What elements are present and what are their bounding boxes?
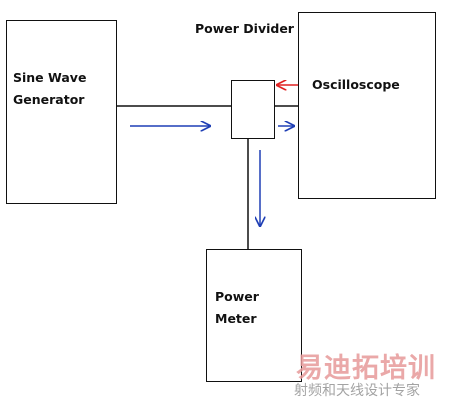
power-divider-label: Power Divider bbox=[195, 21, 294, 36]
watermark-sub-text: 射频和天线设计专家 bbox=[294, 383, 420, 399]
watermark: 易迪拓培训 射频和天线设计专家 bbox=[290, 346, 450, 400]
power-meter-label: Power Meter bbox=[215, 289, 259, 326]
generator-block: Sine Wave Generator bbox=[6, 20, 117, 204]
oscilloscope-label: Oscilloscope bbox=[312, 77, 400, 92]
watermark-main-text: 易迪拓培训 bbox=[296, 353, 436, 384]
power-divider-block bbox=[231, 80, 275, 139]
oscilloscope-block: Oscilloscope bbox=[298, 12, 436, 199]
generator-label: Sine Wave Generator bbox=[13, 70, 87, 107]
power-meter-block: Power Meter bbox=[206, 249, 302, 382]
